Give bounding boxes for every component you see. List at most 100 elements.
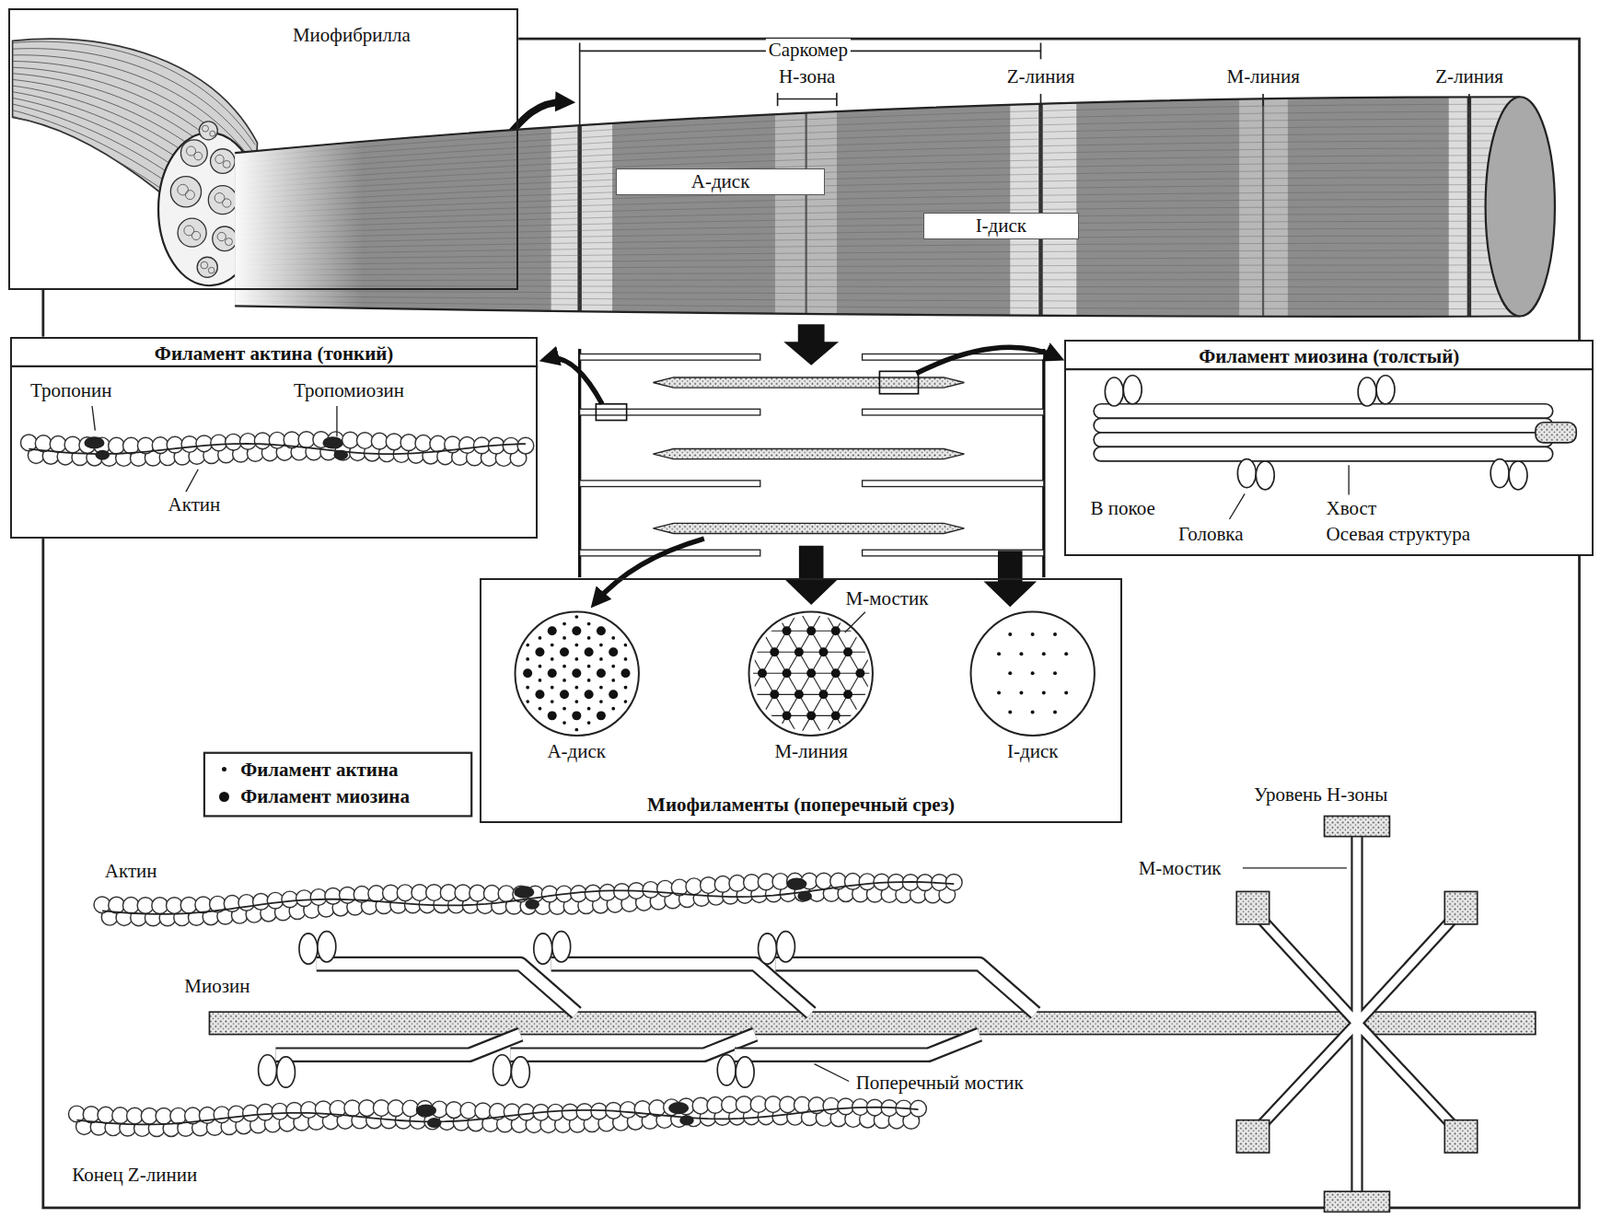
myosin-rod <box>1093 404 1554 419</box>
myosin-dot <box>855 668 865 678</box>
circle-label: М-линия <box>774 740 848 763</box>
actin-dot <box>587 763 592 767</box>
leader-line <box>1242 867 1347 869</box>
myosin-dot <box>769 604 779 615</box>
inset-panel: Миофибрилла <box>8 8 519 290</box>
actin-dot <box>587 636 592 640</box>
actin-dot <box>562 720 567 725</box>
myofibril-outline <box>234 305 1520 316</box>
actin-bead <box>342 431 360 449</box>
m-bridge-line <box>713 609 751 631</box>
myosin-dot <box>720 689 731 699</box>
fascicle-fibre <box>191 231 200 240</box>
myofibril-striation <box>234 272 1520 276</box>
actin-dot <box>538 678 543 683</box>
m-bridge-line <box>872 630 910 652</box>
actin-bead <box>240 433 257 451</box>
m-bridge-line <box>811 651 848 673</box>
m-bridge-tube <box>1252 828 1461 1205</box>
actin-dot <box>562 664 567 669</box>
m-bridge-line <box>750 630 788 652</box>
leader-line <box>1347 464 1349 495</box>
myosin-dot <box>596 626 606 636</box>
actin-bead <box>256 1103 274 1121</box>
actin-dot <box>1053 632 1057 637</box>
myosin-dot <box>806 626 816 636</box>
myosin-dot <box>559 647 569 657</box>
actin-bead <box>49 436 67 453</box>
cross-section-circle: М-линия <box>747 610 874 737</box>
circle-outline <box>513 610 640 737</box>
fascicle-fibre <box>222 160 231 168</box>
actin-bead <box>502 437 520 454</box>
myosin-dot <box>534 647 545 657</box>
actin-dot <box>550 770 555 775</box>
band-label-box: I-диск <box>923 212 1079 241</box>
myofibril-striation <box>234 162 1520 199</box>
myosin-dot <box>794 689 804 699</box>
actin-bead <box>517 437 534 454</box>
actin-dot <box>501 699 506 704</box>
myosin-dot <box>571 583 581 593</box>
m-bridge-line <box>859 609 897 631</box>
cross-bridge-arm <box>734 1034 980 1056</box>
troponin-blob <box>668 1101 689 1114</box>
actin-dot <box>513 636 518 640</box>
actin-dot <box>587 622 592 627</box>
actin-dot <box>501 742 506 746</box>
actin-dot <box>684 664 689 669</box>
myosin-head <box>735 1056 754 1088</box>
troponin-blob <box>95 450 111 461</box>
part-label: М-мостик <box>1136 857 1225 880</box>
panel-title: Миофибрилла <box>292 23 411 47</box>
myosin-dot <box>657 604 667 615</box>
a-disc-pattern <box>486 583 689 774</box>
panel-ground <box>1064 339 1594 557</box>
actin-dot <box>562 593 567 598</box>
part-label: Головка <box>1175 522 1247 545</box>
myosin-dot <box>645 710 655 720</box>
myosin-dot <box>720 647 731 657</box>
cross-bridge-arm <box>510 1034 755 1056</box>
band-label: А-диск <box>691 170 751 193</box>
fascicle <box>198 121 218 140</box>
part-label: Миозин <box>181 974 253 998</box>
m-bridge-line <box>787 651 824 673</box>
part-label: Актин <box>102 859 161 882</box>
actin-dot <box>611 763 615 767</box>
actin-dot <box>672 657 677 661</box>
fascicle-fibre <box>200 261 209 269</box>
actin-dot <box>648 770 652 775</box>
actin-dot <box>684 749 689 754</box>
myosin-dot <box>657 731 667 742</box>
actin-dot <box>1042 651 1046 656</box>
myofibril-striation <box>234 235 1520 250</box>
panel-ground <box>10 336 538 539</box>
part-label: Поперечный мостик <box>853 1071 1027 1094</box>
m-bridge-line <box>799 588 836 610</box>
leader-line <box>1262 93 1264 106</box>
sarcomere-bracket <box>579 43 581 126</box>
myosin-head <box>1376 375 1395 405</box>
a-band <box>612 92 776 322</box>
cross-section-circle: А-диск <box>513 610 640 737</box>
detail-panel: Филамент актина (тонкий) <box>10 336 538 539</box>
myosin-head <box>776 931 796 963</box>
leader-line <box>185 469 198 492</box>
myofibril-striation <box>234 250 1520 261</box>
actin-dot <box>624 685 628 690</box>
myosin-dot <box>621 583 631 593</box>
actin-bead <box>123 437 140 454</box>
myosin-dot <box>782 583 792 593</box>
circle-outline <box>514 611 638 735</box>
actin-dot <box>1008 710 1012 715</box>
actin-dot <box>660 664 665 669</box>
myofibril-striation <box>234 257 1520 266</box>
actin-dot <box>574 643 579 648</box>
z-disc <box>1042 348 1045 578</box>
myofibril-striation <box>234 177 1520 210</box>
myofibril-striation <box>234 148 1520 189</box>
myofibril-striation <box>234 228 1520 245</box>
actin-bead <box>945 874 963 892</box>
